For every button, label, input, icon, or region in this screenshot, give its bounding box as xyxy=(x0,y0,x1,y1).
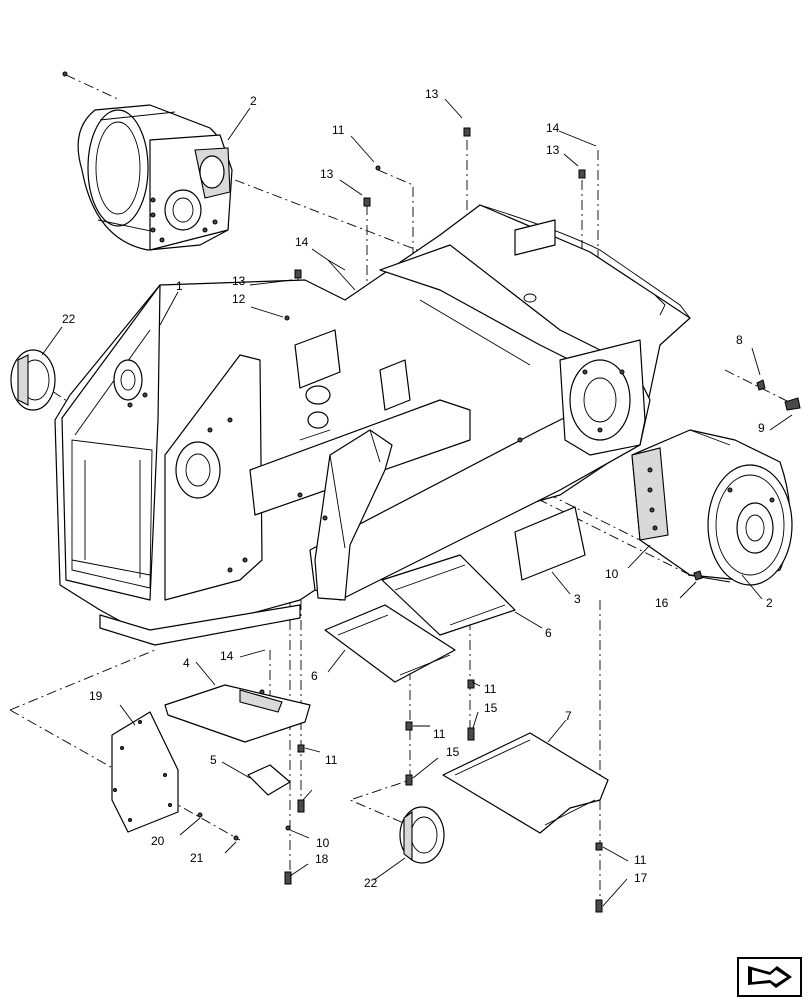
callout-12-a: 11 xyxy=(332,123,345,137)
callout-14-c: 14 xyxy=(220,649,234,663)
main-frame xyxy=(54,204,691,646)
callout-2-right: 2 xyxy=(766,596,773,610)
hardware-fasteners xyxy=(62,71,801,913)
callout-5: 5 xyxy=(210,753,217,767)
callout-11-d: 11 xyxy=(634,853,647,867)
callout-22-lower: 22 xyxy=(364,876,378,890)
drive-motor-upper xyxy=(77,104,233,251)
callout-10-b: 10 xyxy=(316,836,330,850)
callout-18: 18 xyxy=(315,852,329,866)
callout-14-a: 14 xyxy=(546,121,560,135)
callout-11-b: 11 xyxy=(433,727,446,741)
drive-motor-right xyxy=(631,429,793,586)
callout-13-c: 13 xyxy=(320,167,334,181)
callout-22-upper: 22 xyxy=(62,312,76,326)
cover-plate-4 xyxy=(164,684,311,743)
callout-15-b: 15 xyxy=(446,745,460,759)
callout-8: 8 xyxy=(736,333,743,347)
callout-labels: 2 13 11 14 13 13 14 13 12 1 22 8 9 2 10 … xyxy=(62,87,773,890)
callout-14-b: 14 xyxy=(295,235,309,249)
small-plate-5 xyxy=(247,764,291,796)
callout-13-a: 13 xyxy=(425,87,439,101)
callout-6-lower: 6 xyxy=(311,669,318,683)
callout-16: 16 xyxy=(655,596,669,610)
ring-seal-lower-22 xyxy=(399,806,445,864)
ring-seal-upper-22 xyxy=(10,349,56,411)
callout-17: 17 xyxy=(634,871,648,885)
callout-4: 4 xyxy=(183,656,190,670)
callout-21: 21 xyxy=(190,851,204,865)
callout-1: 1 xyxy=(176,279,183,293)
callout-9: 9 xyxy=(758,421,765,435)
callout-13-d: 13 xyxy=(232,274,246,288)
cover-plate-3 xyxy=(514,506,586,581)
side-panel-19 xyxy=(111,711,179,833)
callout-7: 7 xyxy=(565,709,572,723)
callout-19: 19 xyxy=(89,689,103,703)
cover-plate-6-lower xyxy=(324,604,456,683)
cover-plate-6-upper xyxy=(381,554,516,636)
callout-6-upper: 6 xyxy=(545,626,552,640)
callout-11-c: 11 xyxy=(325,753,338,767)
callout-2-upper: 2 xyxy=(250,94,257,108)
callout-15-a: 15 xyxy=(484,701,498,715)
callout-11-a: 11 xyxy=(484,682,497,696)
callout-3: 3 xyxy=(574,592,581,606)
access-cover-7 xyxy=(442,732,609,834)
callout-13-b: 13 xyxy=(546,143,560,157)
callout-12-b: 12 xyxy=(232,292,246,306)
callout-10-a: 10 xyxy=(605,567,619,581)
callout-leaders xyxy=(41,98,793,907)
callout-20: 20 xyxy=(151,834,165,848)
next-page-arrow-icon[interactable] xyxy=(737,957,802,997)
